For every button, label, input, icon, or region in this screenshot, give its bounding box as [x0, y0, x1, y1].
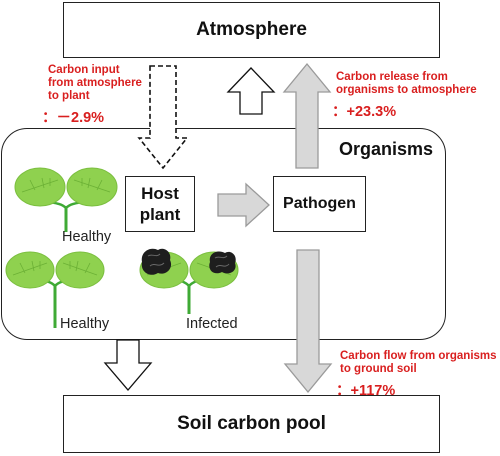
host-plant-label: Host plant [139, 184, 181, 224]
carbon-input-arrow [137, 65, 189, 170]
carbon-release-annotation: Carbon release from organisms to atmosph… [332, 71, 477, 121]
plant-to-soil-arrow [103, 339, 153, 392]
infected-plant-icon [139, 248, 239, 314]
carbon-release-caption: Carbon release from organisms to atmosph… [336, 71, 477, 96]
host-to-pathogen-arrow [217, 182, 270, 228]
plant-label-healthy: Healthy [60, 316, 110, 332]
plant-label-infected: Infected [186, 316, 238, 332]
carbon-release-value: ：+23.3% [332, 104, 397, 120]
carbon-input-annotation: Carbon input from atmosphere to plant ：－… [42, 64, 142, 127]
lesion-icon [141, 248, 172, 275]
carbon-flow-soil-value: ：+117% [336, 383, 396, 399]
pathogen-label: Pathogen [283, 195, 356, 212]
atmosphere-label: Atmosphere [196, 19, 307, 40]
soil-carbon-pool-label: Soil carbon pool [177, 413, 326, 434]
organisms-label: Organisms [339, 139, 434, 159]
organisms-container [1, 128, 446, 340]
carbon-flow-soil-arrow [283, 249, 333, 394]
plant-label-healthy: Healthy [62, 229, 112, 245]
healthy-plant-icon [14, 167, 118, 232]
healthy-plant-icon [5, 251, 105, 328]
soil-carbon-pool-box: Soil carbon pool [63, 395, 440, 453]
carbon-flow-soil-caption: Carbon flow from organisms to ground soi… [340, 350, 497, 375]
carbon-release-arrow [282, 62, 332, 169]
host-plant-box: Host plant [125, 176, 195, 232]
pathogen-box: Pathogen [273, 176, 366, 232]
carbon-flow-soil-annotation: Carbon flow from organisms to ground soi… [336, 350, 497, 400]
lesion-icon [209, 251, 236, 274]
plant-release-arrow [226, 67, 276, 115]
carbon-input-value: ：－2.9% [42, 110, 105, 126]
atmosphere-box: Atmosphere [63, 2, 440, 58]
carbon-input-caption: Carbon input from atmosphere to plant [48, 64, 142, 102]
